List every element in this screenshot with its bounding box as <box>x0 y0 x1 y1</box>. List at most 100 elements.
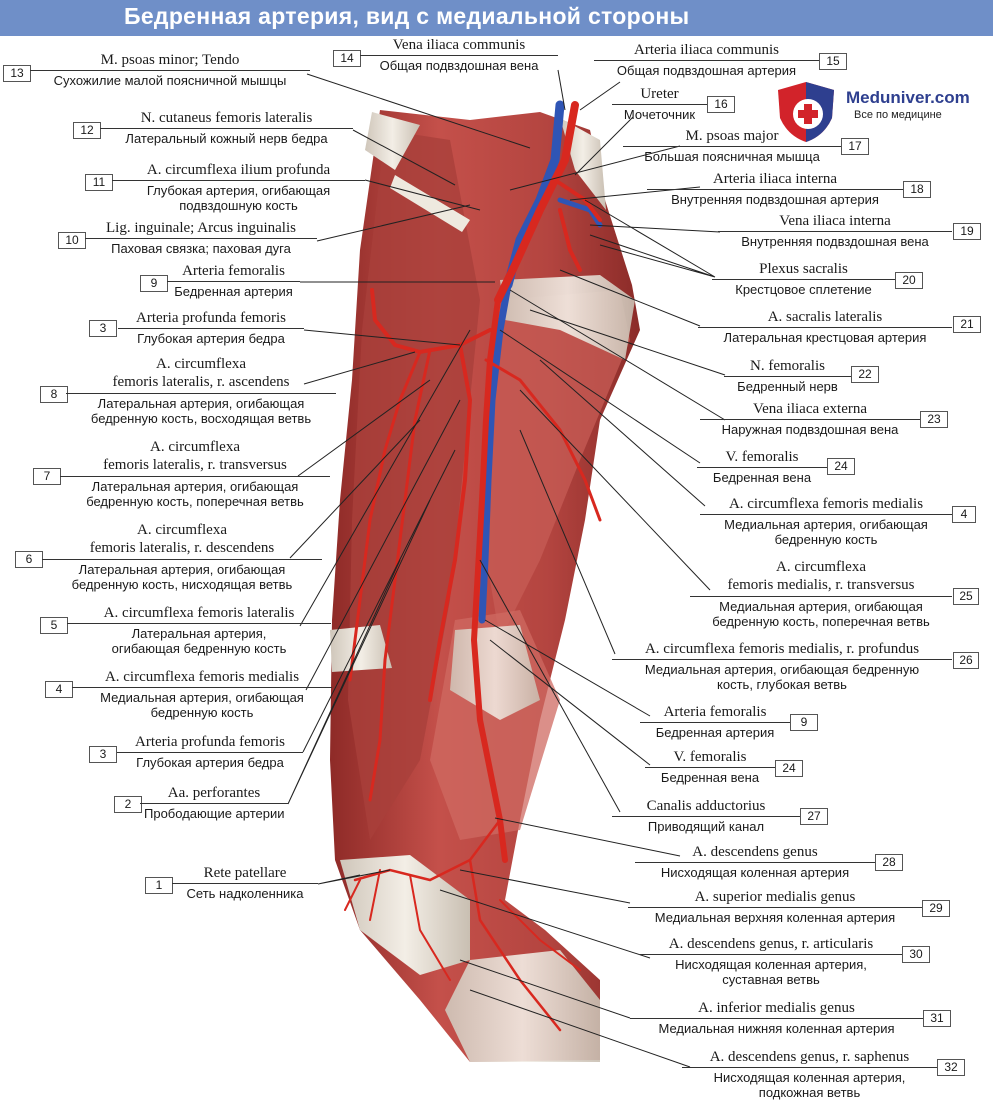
logo-tagline: Все по медицине <box>854 109 942 121</box>
label-2: Aa. perforantes Прободающие артерии <box>140 785 288 821</box>
label-25-number: 25 <box>953 588 979 605</box>
label-2-latin: Aa. perforantes <box>140 785 288 804</box>
label-17-number: 17 <box>841 138 869 155</box>
label-6-number: 6 <box>15 551 43 568</box>
label-10: Lig. inguinale; Arcus inguinalis Паховая… <box>85 220 317 256</box>
label-32-latin: A. descendens genus, r. saphenus <box>682 1049 937 1068</box>
label-15-number: 15 <box>819 53 847 70</box>
label-26-ru-1: Медиальная артерия, огибающая бедренную <box>644 662 920 677</box>
label-31-number: 31 <box>923 1010 951 1027</box>
label-20-latin: Plexus sacralis <box>712 261 895 280</box>
label-7-ru-2: бедренную кость, поперечная ветвь <box>86 494 304 510</box>
page-title: Бедренная артерия, вид с медиальной стор… <box>124 3 690 29</box>
label-26-number: 26 <box>953 652 979 669</box>
label-16-number: 16 <box>707 96 735 113</box>
label-29-ru: Медиальная верхняя коленная артерия <box>654 910 896 925</box>
label-8: A. circumflexa femoris lateralis, r. asc… <box>66 354 336 427</box>
label-30-ru-1: Нисходящая коленная артерия, <box>675 957 867 972</box>
label-30: A. descendens genus, r. articularis Нисх… <box>640 936 902 988</box>
label-5: A. circumflexa femoris lateralis Латерал… <box>67 605 331 657</box>
label-14-ru: Общая подвздошная вена <box>379 58 539 73</box>
label-23-number: 23 <box>920 411 948 428</box>
label-25-ru-2: бедренную кость, поперечная ветвь <box>712 614 930 630</box>
label-5-number: 5 <box>40 617 68 634</box>
label-30-number: 30 <box>902 946 930 963</box>
label-32-ru-1: Нисходящая коленная артерия, <box>713 1070 906 1085</box>
label-13-latin: M. psoas minor; Tendo <box>30 52 310 71</box>
label-23-ru: Наружная подвздошная вена <box>721 422 899 437</box>
label-18-ru: Внутренняя подвздошная артерия <box>671 192 879 207</box>
label-17-latin: M. psoas major <box>623 128 841 147</box>
meduniver-logo[interactable]: Meduniver.com Все по медицине <box>774 80 974 144</box>
label-26: A. circumflexa femoris medialis, r. prof… <box>612 641 952 693</box>
label-28-number: 28 <box>875 854 903 871</box>
label-24b-ru: Бедренная вена <box>660 770 760 785</box>
label-4-number: 4 <box>45 681 73 698</box>
label-17: M. psoas major Большая поясничная мышца <box>623 128 841 164</box>
label-13: M. psoas minor; Tendo Сухожилие малой по… <box>30 52 310 88</box>
label-23: Vena iliaca externa Наружная подвздошная… <box>700 401 920 437</box>
label-4-ru-1: Медиальная артерия, огибающая <box>100 690 304 705</box>
label-25-latin: A. circumflexa femoris medialis, r. tran… <box>690 557 952 597</box>
label-3-upper: Arteria profunda femoris Глубокая артери… <box>118 310 304 346</box>
label-12-number: 12 <box>73 122 101 139</box>
label-16-ru: Мочеточник <box>623 107 696 122</box>
label-7: A. circumflexa femoris lateralis, r. tra… <box>60 437 330 510</box>
label-28: A. descendens genus Нисходящая коленная … <box>635 844 875 880</box>
label-12-latin: N. cutaneus femoris lateralis <box>100 110 353 129</box>
label-24-lower: V. femoralis Бедренная вена <box>645 749 775 785</box>
label-19-ru: Внутренняя подвздошная вена <box>741 234 929 249</box>
label-11-latin: A. circumflexa ilium profunda <box>112 162 365 181</box>
label-18: Arteria iliaca interna Внутренняя подвзд… <box>647 171 903 207</box>
label-26-ru-2: кость, глубокая ветвь <box>717 677 847 693</box>
label-4-latin: A. circumflexa femoris medialis <box>72 669 332 688</box>
label-25: A. circumflexa femoris medialis, r. tran… <box>690 557 952 630</box>
label-14-latin: Vena iliaca communis <box>360 37 558 56</box>
label-22-latin: N. femoralis <box>724 358 851 377</box>
label-9-ru: Бедренная артерия <box>174 284 293 299</box>
label-4b-latin: A. circumflexa femoris medialis <box>700 496 952 515</box>
label-3b-ru: Глубокая артерия бедра <box>136 755 284 770</box>
label-8-ru-1: Латеральная артерия, огибающая <box>97 396 305 411</box>
label-31-ru: Медиальная нижняя коленная артерия <box>658 1021 895 1036</box>
label-28-ru: Нисходящая коленная артерия <box>660 865 850 880</box>
label-9b-number: 9 <box>790 714 818 731</box>
label-5-ru-1: Латеральная артерия, <box>131 626 267 641</box>
label-5-latin: A. circumflexa femoris lateralis <box>67 605 331 624</box>
label-19-number: 19 <box>953 223 981 240</box>
label-24-latin: V. femoralis <box>697 449 827 468</box>
label-16-latin: Ureter <box>612 86 707 105</box>
label-21-ru: Латеральная крестцовая артерия <box>723 330 927 345</box>
label-11: A. circumflexa ilium profunda Глубокая а… <box>112 162 365 214</box>
label-7-latin: A. circumflexa femoris lateralis, r. tra… <box>60 437 330 477</box>
label-30-ru-2: суставная ветвь <box>722 972 820 988</box>
label-21-latin: A. sacralis lateralis <box>698 309 952 328</box>
label-19-latin: Vena iliaca interna <box>718 213 952 232</box>
label-27-number: 27 <box>800 808 828 825</box>
label-4-ru-2: бедренную кость <box>150 705 254 721</box>
label-22: N. femoralis Бедренный нерв <box>724 358 851 394</box>
label-7-number: 7 <box>33 468 61 485</box>
label-13-ru: Сухожилие малой поясничной мышцы <box>53 73 287 88</box>
label-6-latin: A. circumflexa femoris lateralis, r. des… <box>42 520 322 560</box>
label-27-latin: Canalis adductorius <box>612 798 800 817</box>
label-8-number: 8 <box>40 386 68 403</box>
label-4b-number: 4 <box>952 506 976 523</box>
label-13-number: 13 <box>3 65 31 82</box>
label-24b-latin: V. femoralis <box>645 749 775 768</box>
label-18-number: 18 <box>903 181 931 198</box>
label-9-right: Arteria femoralis Бедренная артерия <box>640 704 790 740</box>
label-6-ru-2: бедренную кость, нисходящая ветвь <box>71 577 293 593</box>
label-2-number: 2 <box>114 796 142 813</box>
label-20-number: 20 <box>895 272 923 289</box>
label-31: A. inferior medialis genus Медиальная ни… <box>630 1000 923 1036</box>
label-27-ru: Приводящий канал <box>647 819 765 834</box>
label-20: Plexus sacralis Крестцовое сплетение <box>712 261 895 297</box>
label-3-lower: Arteria profunda femoris Глубокая артери… <box>117 734 303 770</box>
label-14-number: 14 <box>333 50 361 67</box>
label-4-left: A. circumflexa femoris medialis Медиальн… <box>72 669 332 721</box>
label-4b-ru-2: бедренную кость <box>774 532 878 548</box>
label-3-latin: Arteria profunda femoris <box>118 310 304 329</box>
label-27: Canalis adductorius Приводящий канал <box>612 798 800 834</box>
label-19: Vena iliaca interna Внутренняя подвздошн… <box>718 213 952 249</box>
